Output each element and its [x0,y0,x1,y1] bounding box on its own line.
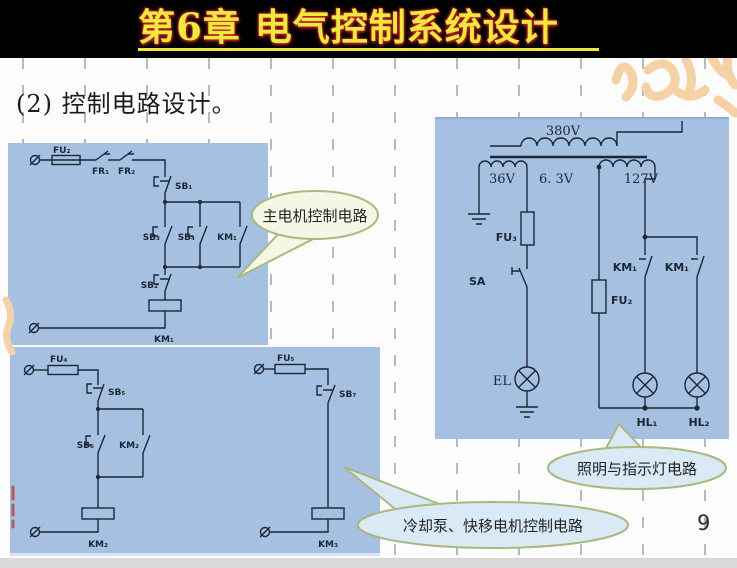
label-km3-coil: KM₃ [318,540,338,550]
label-km1-right: KM₁ [665,261,689,274]
ground-icon [468,167,490,225]
label-6-3v: 6. 3V [539,172,574,187]
thermal-contact-fr1 [95,150,110,161]
watermark-red-mark-icon [11,485,15,529]
lighting-circuit-diagram: 380V 36V 6. 3V 127V FU₃ SA FU₂ KM₁ KM₁ E… [468,121,710,429]
label-36v: 36V [489,172,516,187]
pushbutton-sb1-symbol [153,175,172,194]
pump-labels: FU₄ SB₅ SB₆ KM₂ KM₂ FU₅ SB₇ KM₃ [50,354,356,550]
label-fu2: FU₂ [53,146,70,156]
label-sa: SA [469,275,486,288]
lighting-wiring [468,121,710,418]
label-el: EL [493,374,511,389]
pushbutton-sb4-symbol [187,225,208,245]
fuse-fu3-symbol [520,211,535,246]
page-number: 9 [697,511,711,535]
label-km1-coil: KM₁ [154,335,174,345]
km1-contact-right-symbol [691,255,705,278]
thermal-contact-fr2 [119,150,134,161]
watermark-scribble-icon [611,50,737,118]
ground-icon [516,391,538,418]
label-fu4: FU₄ [50,355,67,365]
label-fu2: FU₂ [611,294,632,307]
main-motor-wiring [28,150,248,334]
label-127v: 127V [624,172,659,187]
label-sb4: SB₄ [178,233,195,243]
km1-coil-symbol [148,299,182,312]
pushbutton-sb2-symbol [153,273,172,292]
callout-bubble [251,190,379,240]
fuse-fu5-symbol [274,363,306,375]
label-hl2: HL₂ [688,416,709,429]
terminal-icon [259,526,271,538]
bottom-edge-strip [0,558,737,568]
label-km1-aux: KM₁ [217,233,237,243]
fuse-fu2-symbol [591,279,607,314]
callout-main-motor-text: 主电机控制电路 [262,207,367,225]
terminal-icon [29,526,41,538]
section-heading: (2) 控制电路设计。 [16,90,237,118]
main-motor-circuit-diagram: FU₂ FR₁ FR₂ SB₁ SB₃ SB₄ KM₁ SB₂ KM₁ [28,146,248,345]
panel-main-motor-circuit: FU₂ FR₁ FR₂ SB₁ SB₃ SB₄ KM₁ SB₂ KM₁ [8,143,268,345]
km2-aux-contact-symbol [142,434,151,454]
callout-main-motor: 主电机控制电路 [236,190,379,279]
winding-127v [598,159,656,168]
label-sb5: SB₅ [108,388,125,398]
pushbutton-sb6-symbol [85,434,106,454]
km1-aux-contact-symbol [239,225,248,245]
label-sb7: SB₇ [339,390,356,400]
pushbutton-sb5-symbol [86,383,105,402]
label-sb6: SB₆ [77,441,94,451]
label-380v: 380V [546,124,581,139]
callout-lighting: 照明与指示灯电路 [547,422,727,490]
label-hl1: HL₁ [636,416,657,429]
pump-wiring [23,363,345,538]
slide-title: 第6章 电气控制系统设计 [138,6,599,52]
pump-circuit-diagram: FU₄ SB₅ SB₆ KM₂ KM₂ FU₅ SB₇ KM₃ [23,354,356,550]
pushbutton-sb3-symbol [152,225,173,245]
label-sb3: SB₃ [143,233,160,243]
transformer-primary-winding [520,137,618,147]
label-fr2: FR₂ [118,167,135,177]
switch-sa-symbol [511,267,528,288]
panel-lighting-circuit: 380V 36V 6. 3V 127V FU₃ SA FU₂ KM₁ KM₁ E… [435,117,729,439]
callout-pump-rapid-text: 冷却泵、快移电机控制电路 [403,517,583,535]
label-fr1: FR₁ [92,167,109,177]
km1-contact-left-symbol [639,255,653,278]
label-km2-coil: KM₂ [88,540,108,550]
main-motor-junctions [163,200,202,269]
callout-bubble [357,501,629,549]
label-km2-aux: KM₂ [119,441,139,451]
panel-pump-rapid-circuit: FU₄ SB₅ SB₆ KM₂ KM₂ FU₅ SB₇ KM₃ [10,347,380,556]
label-fu3: FU₃ [496,231,517,244]
pump-junctions [96,407,100,479]
main-motor-labels: FU₂ FR₁ FR₂ SB₁ SB₃ SB₄ KM₁ SB₂ KM₁ [53,146,237,345]
watermark-edge-icon [2,296,16,356]
label-sb2: SB₂ [141,281,158,291]
label-km1-left: KM₁ [613,261,637,274]
lighting-junctions [596,164,700,411]
callout-lighting-text: 照明与指示灯电路 [577,460,697,478]
km2-coil-symbol [81,507,115,520]
fuse-fu2-symbol [51,154,81,166]
title-bar: 第6章 电气控制系统设计 [0,0,737,58]
callout-pump-rapid: 冷却泵、快移电机控制电路 [343,466,629,549]
label-fu5: FU₅ [277,354,294,364]
label-sb1: SB₁ [175,182,192,192]
callout-bubble [547,446,727,490]
lighting-labels: 380V 36V 6. 3V 127V FU₃ SA FU₂ KM₁ KM₁ E… [469,124,710,429]
terminal-icon [28,322,40,334]
fuse-fu4-symbol [47,364,79,376]
pushbutton-sb7-symbol [316,384,336,404]
winding-36v [478,160,528,168]
